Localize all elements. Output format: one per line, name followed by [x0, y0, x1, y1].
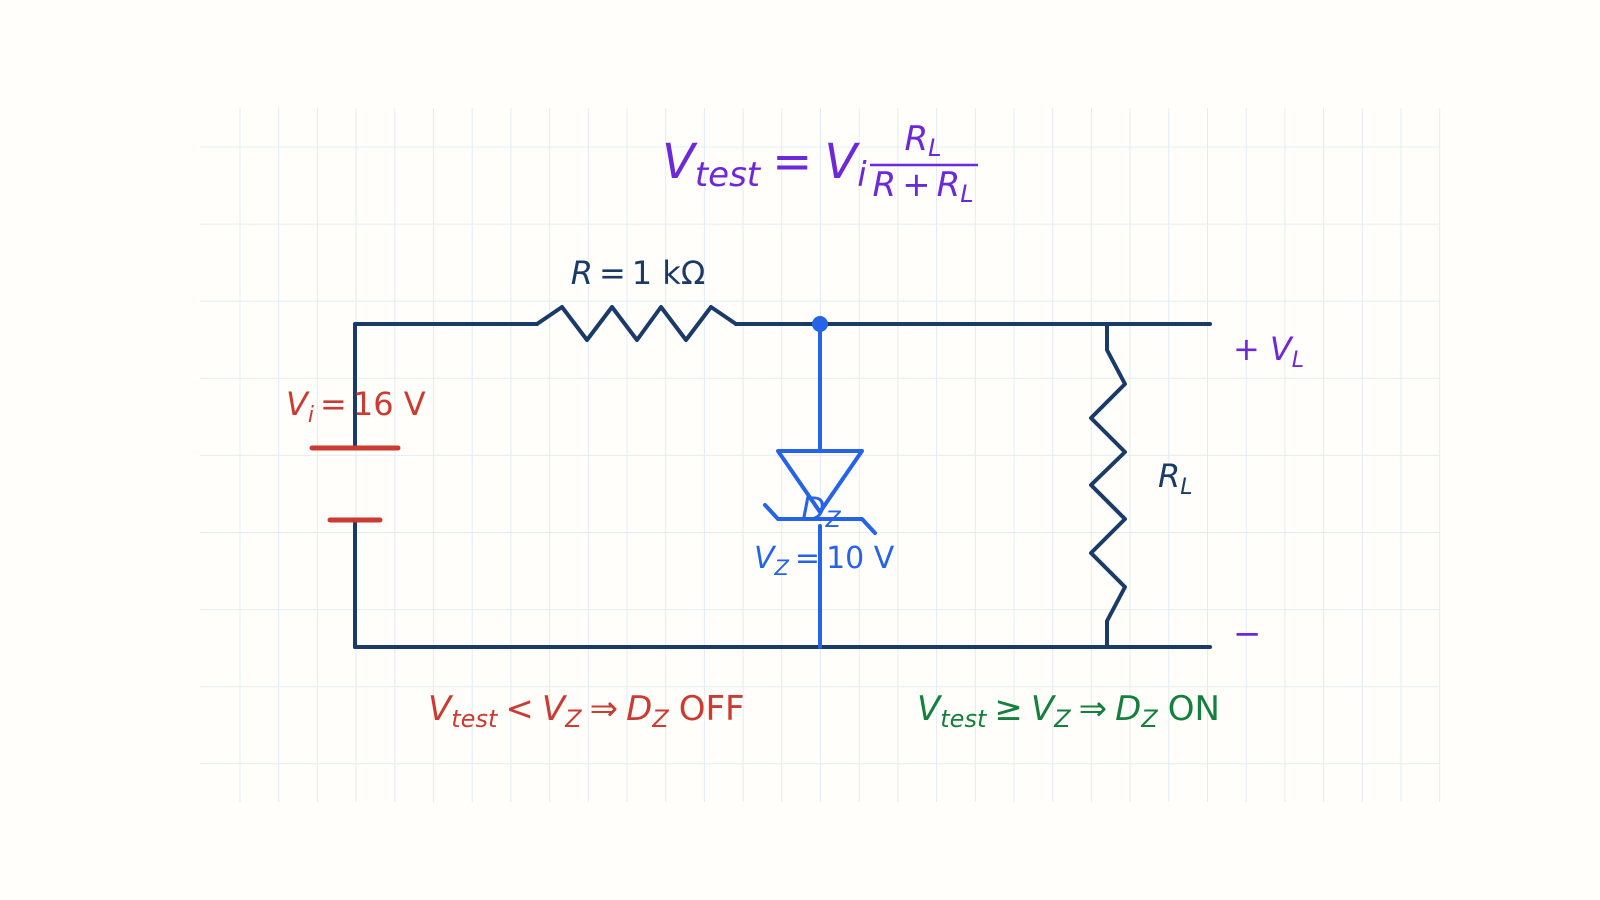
zener-triangle — [776, 449, 864, 514]
zener-voltage-label: VZ=10 V — [754, 541, 895, 580]
zener-bar — [763, 503, 877, 535]
background-grid — [200, 108, 1441, 802]
resistor-r-zigzag — [535, 305, 738, 342]
left-wire-top — [353, 322, 539, 450]
svg-text:Vtest=Vi: Vtest=Vi — [662, 134, 867, 195]
source-voltage-label: Vi=16 V — [286, 385, 426, 428]
battery-source — [309, 445, 401, 523]
equation-numerator: RL — [905, 119, 942, 162]
vtest-equation: Vtest=Vi RL R+RL — [662, 119, 978, 208]
zener-name-label: DZ — [801, 490, 842, 533]
resistor-r-label: R=1 kΩ — [571, 254, 706, 292]
load-resistor-zigzag — [1089, 322, 1127, 649]
zener-diode — [763, 322, 877, 649]
equation-denominator: R+RL — [872, 165, 973, 208]
junction-node — [812, 316, 828, 332]
output-plus-label: +VL — [1233, 330, 1304, 373]
circuit-wires — [353, 305, 1212, 649]
output-minus-label: − — [1233, 614, 1262, 654]
load-resistor-label: RL — [1158, 457, 1193, 500]
